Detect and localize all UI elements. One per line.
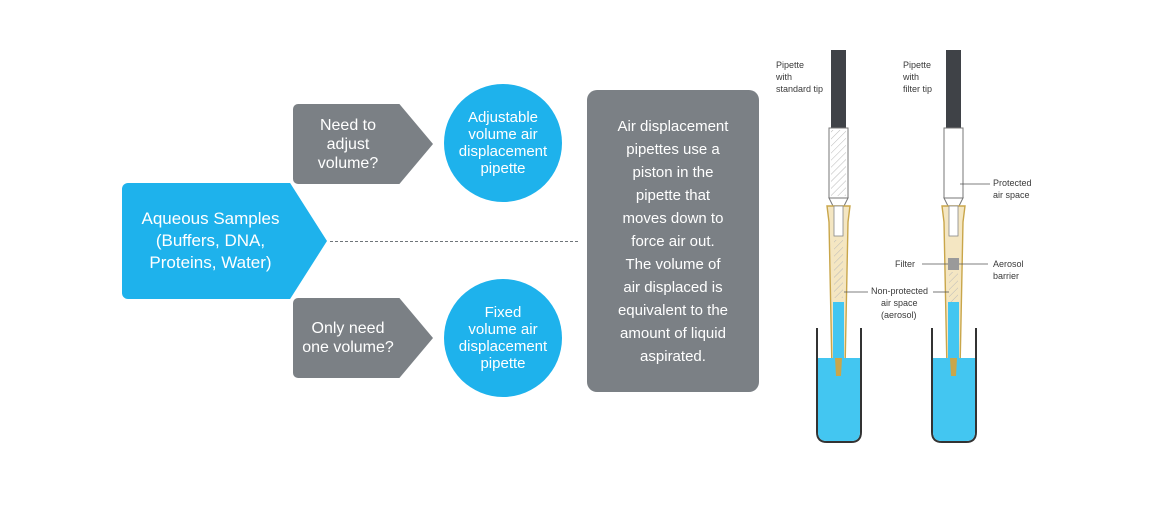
svg-text:filter tip: filter tip	[903, 84, 932, 94]
air-displacement-info-box: Air displacement pipettes use a piston i…	[587, 90, 759, 392]
fixed-pipette-circle: Fixed volume air displacement pipette	[444, 279, 562, 397]
filter-tip-pipette	[931, 50, 977, 443]
svg-text:Pipette: Pipette	[776, 60, 804, 70]
filter-label: Filter	[895, 259, 915, 269]
svg-text:with: with	[775, 72, 792, 82]
svg-text:air space: air space	[881, 298, 918, 308]
svg-text:Aerosol: Aerosol	[993, 259, 1024, 269]
svg-text:Protected: Protected	[993, 178, 1032, 188]
one-volume-question: Only need one volume?	[293, 298, 433, 378]
svg-text:air space: air space	[993, 190, 1030, 200]
svg-text:barrier: barrier	[993, 271, 1019, 281]
filter-tip-label: Pipette with filter tip	[902, 60, 932, 94]
standard-tip-pipette	[816, 50, 862, 443]
one-volume-question-text: Only need one volume?	[302, 320, 394, 356]
aerosol-barrier-label: Aerosol barrier	[993, 259, 1024, 281]
svg-text:Pipette: Pipette	[903, 60, 931, 70]
adjust-volume-question: Need to adjust volume?	[293, 104, 433, 184]
non-protected-label: Non-protected air space (aerosol)	[871, 286, 928, 320]
adjustable-pipette-circle: Adjustable volume air displacement pipet…	[444, 84, 562, 202]
adjustable-pipette-text: Adjustable volume air displacement pipet…	[458, 109, 548, 177]
dashed-connector	[330, 241, 578, 242]
fixed-pipette-text: Fixed volume air displacement pipette	[458, 304, 548, 372]
aqueous-samples-text: Aqueous Samples (Buffers, DNA, Proteins,…	[141, 209, 280, 272]
svg-text:Non-protected: Non-protected	[871, 286, 928, 296]
svg-text:(aerosol): (aerosol)	[881, 310, 917, 320]
air-displacement-info-text: Air displacement pipettes use a piston i…	[617, 117, 729, 365]
svg-text:standard tip: standard tip	[776, 84, 823, 94]
pipette-illustration: Pipette with standard tip Pipette with f…	[775, 50, 1032, 443]
aqueous-samples-box: Aqueous Samples (Buffers, DNA, Proteins,…	[122, 183, 327, 299]
protected-air-label: Protected air space	[993, 178, 1032, 200]
standard-tip-label: Pipette with standard tip	[775, 60, 823, 94]
svg-text:with: with	[902, 72, 919, 82]
adjust-volume-question-text: Need to adjust volume?	[317, 116, 379, 172]
